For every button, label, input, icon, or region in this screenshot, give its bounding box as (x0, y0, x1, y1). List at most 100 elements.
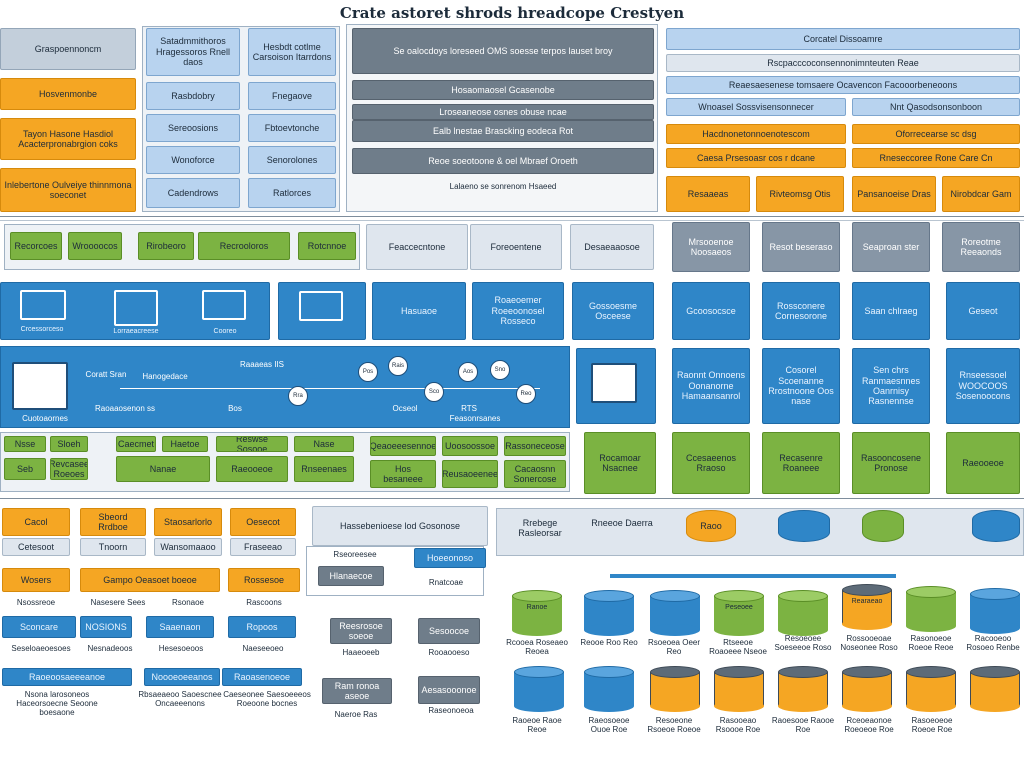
green-lower-6: Nase (294, 436, 354, 452)
net-label-7: RTS (461, 404, 477, 413)
bl-sub-2: Tnoorn (80, 538, 146, 556)
bl-blue2-2: Noooeoeeanos (144, 668, 220, 686)
blue-col2-box-2: Fnegaove (248, 82, 336, 110)
bl-sub2-2: Nasesere Sees (90, 598, 146, 607)
top-right-orange-3: Caesa Prsesoasr cos r dcane (666, 148, 846, 168)
net-label-6: Ocseol (392, 404, 418, 413)
db-cylinder-10 (584, 666, 634, 712)
br-note-top-4: Rtseeoe Roaoeee Nseoe (709, 638, 767, 657)
bl-orange-6: Gampo Oeasoet boeoe (80, 568, 220, 592)
device-box-5: Rossconere Cornesorone (762, 282, 840, 340)
connector-h-1 (0, 216, 1024, 217)
br-note-bot-1: Raoeoe Raoe Reoe (512, 716, 562, 735)
br-note-top-5: Resoeoee Soeseeoe Roso (774, 634, 832, 653)
top-right-orange-1: Hacdnonetonnoenotescom (666, 124, 846, 144)
br-note-bot-6: Rceoeaonoe Roeoeoe Roe (844, 716, 894, 735)
bl-sub2-3: Rsonaoe (171, 598, 205, 607)
device-box-4: Gcoosocsce (672, 282, 750, 340)
bm-item-5: Ram ronoa aseoe (322, 678, 392, 704)
blue-col1-box-3: Sereoosions (146, 114, 240, 142)
br-note-top-1: Rcooea Roseaeo Reoea (506, 638, 568, 657)
db-cylinder-3 (650, 590, 700, 636)
blue-col1-box-1: Satadmmithoros Hragessoros Rnell daos (146, 28, 240, 76)
device-label-3: Cooreo (213, 328, 237, 335)
bl-orange-4: Oesecot (230, 508, 296, 536)
br-header-1: Rrebege Rasleorsar (518, 518, 562, 539)
device-box-monitor (278, 282, 366, 340)
green-row-box-5: Rotcnnoe (298, 232, 356, 260)
top-left-orange-2: Tayon Hasone Hasdiol Acacterpronabrgion … (0, 118, 136, 160)
green-lower-9: Nanae (116, 456, 210, 482)
top-right-row-4: Nnt Qasodsonsonboon (852, 98, 1020, 116)
net-right-3: Sen chrs Ranmaesnnes Oanrnisy Rasnennse (852, 348, 930, 424)
bm-item-7: Naeroe Ras (334, 710, 378, 719)
net-label-2: Hanogedace (142, 372, 188, 381)
bl-sub-3: Wansomaaoo (154, 538, 222, 556)
top-middle-row-3: Lroseaneose osnes obuse ncae (352, 104, 654, 120)
blue-col1-box-2: Rasbdobry (146, 82, 240, 110)
device-label-2: Lorraeacreese (113, 328, 159, 335)
bl-note-1: Nsona larosoneos Haceorsoecne Seoone boe… (16, 690, 98, 718)
bm-item-8: Raseonoeoa (428, 706, 474, 715)
net-label-4: Raoaaosenon ss (94, 404, 156, 413)
top-right-orange-4: Rneseccoree Rone Care Cn (852, 148, 1020, 168)
green-lower-10: Raeooeoe (216, 456, 288, 482)
bl-blue-sub-1: Seseloaeoesoes (11, 644, 71, 653)
db-cylinder-2 (584, 590, 634, 636)
top-right-row-1: Rscpacccoconsennonimnteuten Reae (666, 54, 1020, 72)
top-left-orange-1: Hosvenmonbe (0, 78, 136, 110)
network-node-1: Rra (288, 386, 308, 406)
top-middle-row-5: Reoe soeotoone & oel Mbraef Oroeth (352, 148, 654, 174)
green-row-box-3: Rirobeoro (138, 232, 194, 260)
network-node-3: Rais (388, 356, 408, 376)
br-bus-line (610, 574, 896, 578)
server-icon (114, 290, 158, 326)
green-lower-r3: Rassoneceose (504, 436, 566, 456)
green-row-box-2: Wroooocos (68, 232, 122, 260)
green-lower-r9: Recasenre Roaneee (762, 432, 840, 494)
green-lower-8: Revcasee Roeoes (50, 458, 88, 480)
db-cylinder-7 (906, 586, 956, 632)
network-node-5: Aos (458, 362, 478, 382)
bm-header: Hassebenioese lod Gosonose (312, 506, 488, 546)
db-cylinder-9 (514, 666, 564, 712)
bm-item-2: Sesoocoe (418, 618, 480, 644)
green-lower-5: Reswse Sosooe (216, 436, 288, 452)
br-node-blue-1 (778, 510, 830, 542)
green-row-box-4: Recrooloros (198, 232, 290, 260)
bl-blue2-1: Raoeoosaeeeanoe (2, 668, 132, 686)
green-lower-r6: Cacaosnn Sonercose (504, 460, 566, 488)
monitor-icon-2 (299, 291, 343, 321)
top-right-orange2-1: Resaaeas (666, 176, 750, 212)
bl-sub2-1: Nsossreoe (16, 598, 56, 607)
db-cylinder-11 (650, 666, 700, 712)
bl-blue-1: Sconcare (2, 616, 76, 638)
bm-inner-1: Rseoreesee (333, 550, 377, 559)
net-label-5: Bos (228, 404, 242, 413)
bl-blue-3: Saaenaon (146, 616, 214, 638)
gray-row-box-5: Resot beseraso (762, 222, 840, 272)
bm-inner-3: Rnatcoae (428, 578, 464, 587)
db-cylinder-13 (778, 666, 828, 712)
bm-item-4: Rooaooeso (428, 648, 470, 657)
bl-orange-5: Wosers (2, 568, 70, 592)
db-cylinder-6: Rearaeao (842, 584, 892, 630)
br-header-2: Rneeoe Daerra (591, 518, 653, 528)
br-note-top-7: Rasonoeoe Roeoe Reoe (908, 634, 954, 653)
br-note-bot-4: Rasooeao Rsoooe Roe (715, 716, 761, 735)
bl-sub-4: Fraseeao (230, 538, 296, 556)
br-note-bot-7: Rasoeoeoe Roeoe Roe (911, 716, 953, 735)
monitor-icon (202, 290, 246, 320)
db-cylinder-12 (714, 666, 764, 712)
bl-blue-sub-3: Hesesoeoos (158, 644, 204, 653)
blue-col2-box-5: Ratlorces (248, 178, 336, 208)
db-cylinder-1: Ranoe (512, 590, 562, 636)
device-box-1: Hasuaoe (372, 282, 466, 340)
green-lower-r10: Rasooncosene Pronose (852, 432, 930, 494)
br-note-bot-2: Raeosoeoe Ouoe Roe (588, 716, 630, 735)
top-middle-row-1: Se oalocdoys loreseed OMS soesse terpos … (352, 28, 654, 74)
connector-h-2 (0, 220, 1024, 221)
gray-row-box-1: Feaccecntone (366, 224, 468, 270)
bm-item-1: Reesrosoe soeoe (330, 618, 392, 644)
bl-sub2-4: Rascoons (246, 598, 282, 607)
